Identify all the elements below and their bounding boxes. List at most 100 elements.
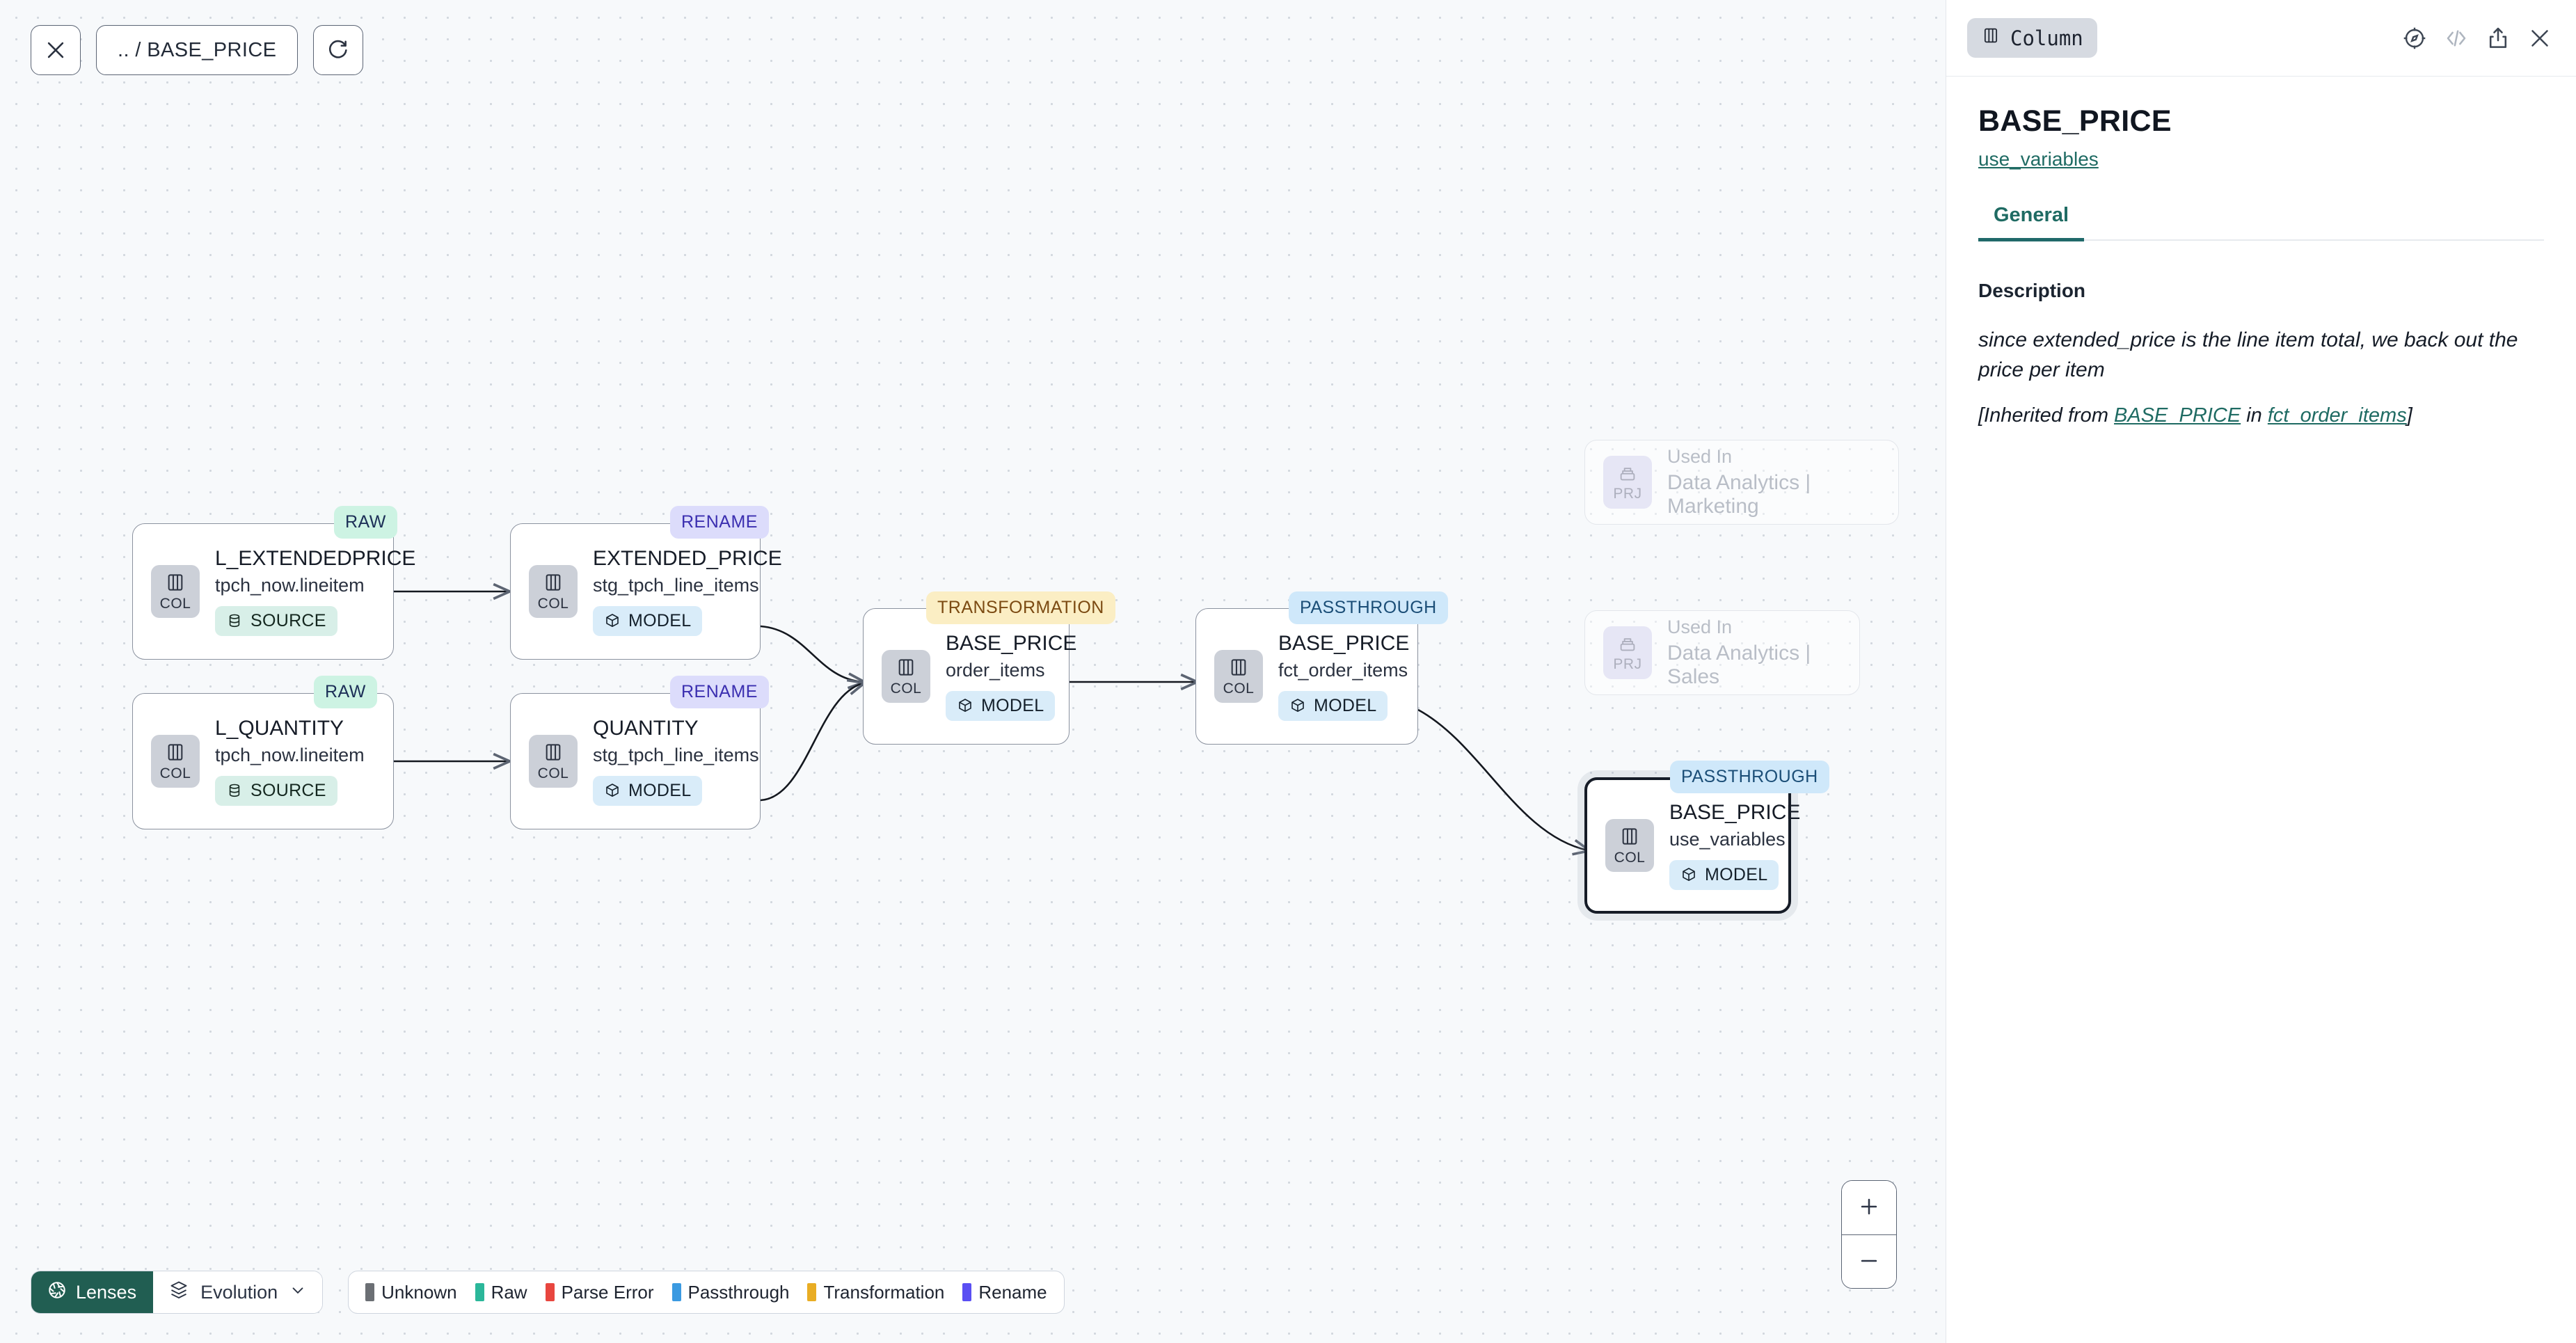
column-chip-icon: COL bbox=[1605, 819, 1654, 872]
legend-item[interactable]: Rename bbox=[962, 1282, 1047, 1303]
node-title: EXTENDED_PRICE bbox=[593, 547, 782, 571]
inherited-column-link[interactable]: BASE_PRICE bbox=[2114, 404, 2241, 427]
node-subtitle: fct_order_items bbox=[1278, 659, 1408, 681]
chevron-down-icon bbox=[289, 1281, 307, 1304]
column-chip-icon: COL bbox=[151, 735, 200, 788]
node-used-in-sales[interactable]: PRJ Used In Data Analytics | Sales bbox=[1584, 610, 1860, 695]
refresh-button[interactable] bbox=[313, 25, 364, 75]
materialization-label: MODEL bbox=[1705, 864, 1768, 884]
materialization-badge: MODEL bbox=[593, 775, 703, 806]
used-in-label: Used In bbox=[1667, 617, 1733, 638]
legend-item[interactable]: Unknown bbox=[365, 1281, 457, 1303]
lens-badge-passthrough-2: PASSTHROUGH bbox=[1670, 761, 1829, 793]
share-icon[interactable] bbox=[2486, 26, 2511, 51]
node-subtitle: use_variables bbox=[1669, 828, 1786, 850]
materialization-label: MODEL bbox=[1314, 695, 1377, 715]
node-l-extendedprice[interactable]: COL L_EXTENDEDPRICE tpch_now.lineitem SO… bbox=[132, 523, 415, 660]
node-used-in-marketing[interactable]: PRJ Used In Data Analytics | Marketing bbox=[1584, 440, 1899, 525]
column-chip-icon: COL bbox=[529, 565, 578, 618]
compass-icon[interactable] bbox=[2402, 26, 2427, 51]
aperture-icon bbox=[47, 1280, 67, 1305]
node-base-price-use-variables[interactable]: COL BASE_PRICE use_variables MODEL bbox=[1584, 777, 1800, 914]
plus-icon bbox=[1857, 1195, 1881, 1221]
zoom-out-button[interactable] bbox=[1842, 1234, 1896, 1288]
chip-label: PRJ bbox=[1613, 485, 1642, 502]
legend-swatch bbox=[807, 1283, 817, 1301]
node-body: BASE_PRICE fct_order_items MODEL bbox=[1278, 632, 1409, 721]
used-in-label: Used In bbox=[1667, 446, 1733, 468]
chip-label: COL bbox=[537, 595, 569, 612]
panel-actions bbox=[2402, 26, 2552, 51]
chip-label: COL bbox=[159, 765, 191, 781]
breadcrumb-label: .. / BASE_PRICE bbox=[118, 38, 277, 61]
node-title: QUANTITY bbox=[593, 717, 699, 740]
column-chip-icon: COL bbox=[882, 650, 930, 703]
lens-badge-rename-1: RENAME bbox=[670, 506, 769, 539]
inherited-model-link[interactable]: fct_order_items bbox=[2267, 404, 2407, 427]
entity-kind-pill[interactable]: Column bbox=[1967, 18, 2097, 58]
column-icon bbox=[1981, 26, 2001, 50]
breadcrumb[interactable]: .. / BASE_PRICE bbox=[96, 25, 299, 75]
lenses-button[interactable]: Lenses bbox=[31, 1271, 154, 1313]
description-text: since extended_price is the line item to… bbox=[1978, 328, 2518, 381]
chip-label: COL bbox=[1614, 849, 1646, 866]
lenses-label: Lenses bbox=[76, 1281, 137, 1303]
materialization-badge: MODEL bbox=[1278, 690, 1388, 721]
chip-label: COL bbox=[537, 765, 569, 781]
project-chip-icon: PRJ bbox=[1603, 456, 1652, 509]
lens-selected-label: Evolution bbox=[200, 1281, 278, 1303]
node-subtitle: stg_tpch_line_items bbox=[593, 744, 759, 765]
project-chip-icon: PRJ bbox=[1603, 626, 1652, 679]
close-icon[interactable] bbox=[2527, 26, 2552, 51]
description-heading: Description bbox=[1978, 280, 2086, 301]
node-subtitle: tpch_now.lineitem bbox=[215, 744, 365, 765]
chip-label: COL bbox=[890, 680, 922, 697]
refresh-icon bbox=[326, 38, 350, 62]
materialization-badge: MODEL bbox=[593, 605, 703, 636]
materialization-label: MODEL bbox=[981, 695, 1044, 715]
lineage-canvas[interactable]: .. / BASE_PRICE RAW COL L_EXTENDEDPRICE bbox=[0, 0, 1946, 1343]
materialization-badge: MODEL bbox=[1669, 859, 1779, 890]
node-body: Used In Data Analytics | Sales bbox=[1667, 616, 1859, 689]
node-body: EXTENDED_PRICE stg_tpch_line_items MODEL bbox=[593, 547, 782, 636]
entity-kind-label: Column bbox=[2010, 26, 2083, 50]
legend-item[interactable]: Raw bbox=[475, 1282, 527, 1303]
minus-icon bbox=[1857, 1249, 1881, 1275]
node-quantity[interactable]: COL QUANTITY stg_tpch_line_items MODEL bbox=[510, 693, 761, 829]
materialization-label: MODEL bbox=[628, 610, 692, 630]
lens-dropdown[interactable]: Evolution bbox=[153, 1271, 323, 1313]
inherited-prefix: [Inherited from bbox=[1978, 404, 2115, 427]
node-base-price-fct-order-items[interactable]: COL BASE_PRICE fct_order_items MODEL bbox=[1195, 608, 1418, 745]
close-icon bbox=[44, 38, 67, 62]
node-body: L_QUANTITY tpch_now.lineitem SOURCE bbox=[215, 717, 365, 806]
materialization-badge: SOURCE bbox=[215, 775, 337, 806]
zoom-in-button[interactable] bbox=[1842, 1181, 1896, 1234]
edge-n6-n7 bbox=[1417, 708, 1593, 856]
panel-tabs: General bbox=[1978, 204, 2544, 241]
code-icon[interactable] bbox=[2444, 26, 2469, 51]
node-body: Used In Data Analytics | Marketing bbox=[1667, 445, 1898, 518]
legend-item[interactable]: Passthrough bbox=[671, 1282, 789, 1303]
close-lineage-button[interactable] bbox=[31, 25, 81, 75]
legend-label: Transformation bbox=[823, 1281, 945, 1303]
legend-swatch bbox=[962, 1283, 972, 1301]
materialization-label: SOURCE bbox=[251, 610, 326, 630]
edge-n4-n5 bbox=[760, 678, 868, 802]
node-body: QUANTITY stg_tpch_line_items MODEL bbox=[593, 717, 759, 806]
inherited-from-note: [Inherited from BASE_PRICE in fct_order_… bbox=[1978, 404, 2544, 427]
node-l-quantity[interactable]: COL L_QUANTITY tpch_now.lineitem SOURCE bbox=[132, 693, 394, 829]
node-extended-price[interactable]: COL EXTENDED_PRICE stg_tpch_line_items M… bbox=[510, 523, 782, 660]
chip-label: COL bbox=[1223, 680, 1255, 697]
legend-item[interactable]: Parse Error bbox=[545, 1282, 654, 1303]
canvas-bottom-bar: Lenses Evolution Unknown bbox=[31, 1271, 1065, 1314]
canvas-toolbar: .. / BASE_PRICE bbox=[31, 25, 364, 75]
legend-item[interactable]: Transformation bbox=[807, 1282, 944, 1303]
node-base-price-order-items[interactable]: COL BASE_PRICE order_items MODEL bbox=[863, 608, 1076, 745]
parent-model-link[interactable]: use_variables bbox=[1978, 148, 2099, 170]
legend-label: Unknown bbox=[381, 1281, 457, 1303]
materialization-label: SOURCE bbox=[251, 780, 326, 800]
tab-general[interactable]: General bbox=[1978, 204, 2084, 241]
lens-selector: Lenses Evolution bbox=[31, 1271, 324, 1314]
node-subtitle: tpch_now.lineitem bbox=[215, 574, 365, 596]
node-subtitle: order_items bbox=[946, 659, 1045, 681]
